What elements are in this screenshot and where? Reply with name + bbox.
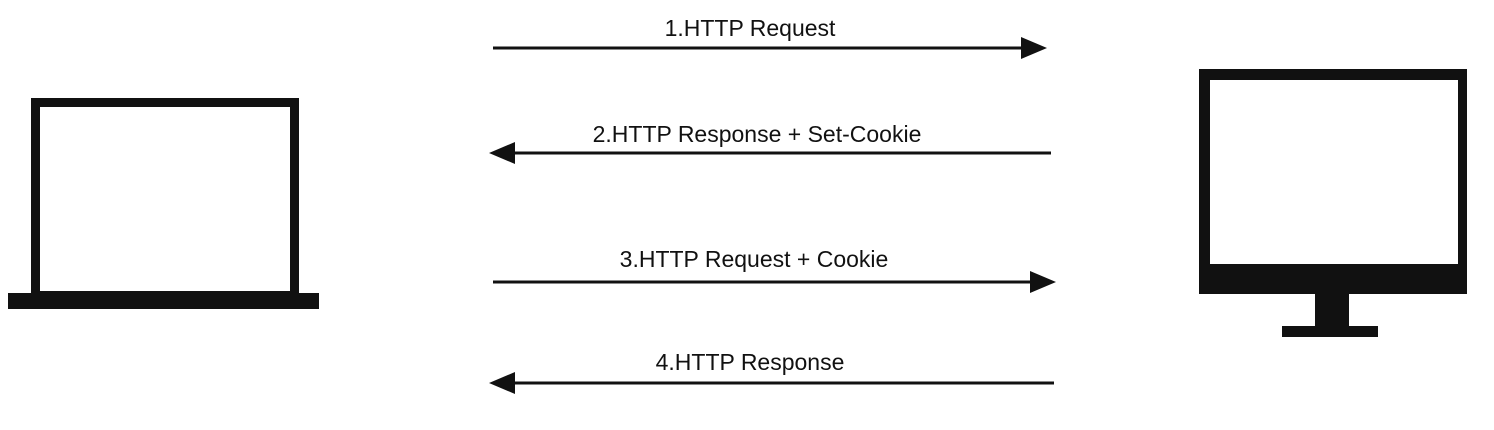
monitor-stand-base: [1282, 326, 1378, 337]
message-1-label: 1.HTTP Request: [665, 15, 836, 41]
message-1: 1.HTTP Request: [493, 15, 1047, 59]
message-3-label: 3.HTTP Request + Cookie: [620, 246, 889, 272]
laptop-screen: [31, 98, 299, 300]
message-3: 3.HTTP Request + Cookie: [493, 246, 1056, 293]
laptop-base: [8, 293, 319, 309]
message-1-arrowhead: [1021, 37, 1047, 59]
message-4: 4.HTTP Response: [489, 349, 1054, 394]
monitor-neck: [1315, 292, 1349, 328]
monitor-screen: [1210, 80, 1458, 264]
message-2-arrowhead: [489, 142, 515, 164]
message-4-label: 4.HTTP Response: [656, 349, 845, 375]
message-2: 2.HTTP Response + Set-Cookie: [489, 121, 1051, 164]
message-2-label: 2.HTTP Response + Set-Cookie: [593, 121, 922, 147]
laptop-icon: [8, 98, 319, 309]
desktop-monitor-icon: [1199, 69, 1467, 337]
message-3-arrowhead: [1030, 271, 1056, 293]
message-4-arrowhead: [489, 372, 515, 394]
